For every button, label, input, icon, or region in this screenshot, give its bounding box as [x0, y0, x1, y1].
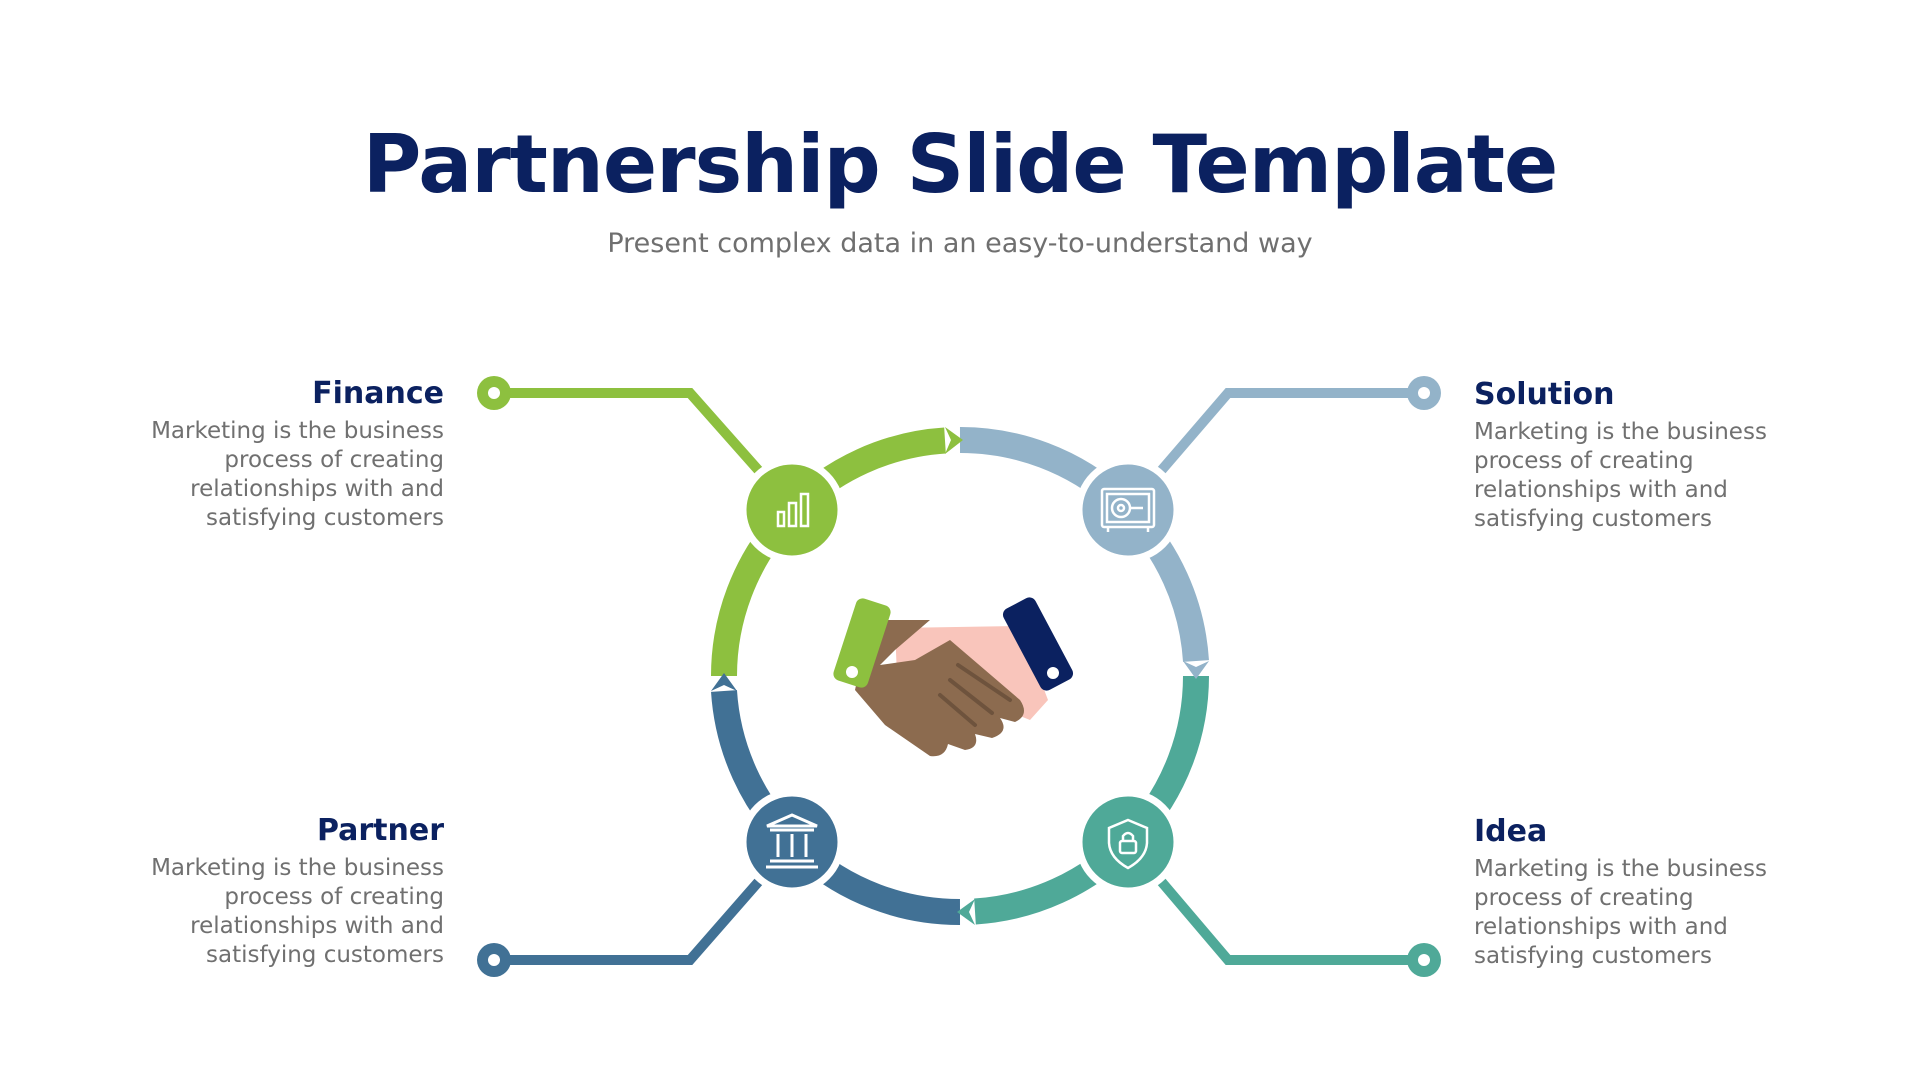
slide-subtitle: Present complex data in an easy-to-under…	[607, 228, 1313, 259]
handshake-icon	[833, 597, 1074, 757]
node-solution	[1075, 457, 1181, 563]
slide-title: Partnership Slide Template	[362, 118, 1559, 211]
node-finance	[739, 457, 845, 563]
item-description-idea: Marketing is the business process of cre…	[1474, 856, 1767, 969]
arrow-head-partner	[711, 673, 737, 691]
bank-icon	[766, 813, 818, 869]
item-title-idea: Idea	[1474, 814, 1548, 849]
connector-solution	[1156, 388, 1424, 476]
item-finance: Finance Marketing is the business proces…	[84, 376, 444, 533]
connector-partner	[494, 876, 764, 965]
item-description-finance: Marketing is the business process of cre…	[151, 418, 444, 531]
item-description-partner: Marketing is the business process of cre…	[151, 855, 444, 968]
arrow-head-solution	[1183, 661, 1209, 679]
item-description-solution: Marketing is the business process of cre…	[1474, 419, 1767, 532]
item-solution: Solution Marketing is the business proce…	[1474, 377, 1834, 534]
item-title-finance: Finance	[312, 376, 444, 411]
bar-chart-icon	[776, 492, 810, 528]
item-idea: Idea Marketing is the business process o…	[1474, 814, 1834, 971]
safe-icon	[1100, 487, 1156, 532]
item-title-solution: Solution	[1474, 377, 1615, 412]
shield-lock-icon	[1107, 818, 1149, 870]
arrow-head-idea	[957, 899, 975, 925]
arrow-head-finance	[945, 427, 963, 454]
item-title-partner: Partner	[316, 813, 444, 848]
item-partner: Partner Marketing is the business proces…	[84, 813, 444, 970]
connector-idea	[1156, 876, 1424, 965]
connector-finance	[494, 388, 764, 476]
